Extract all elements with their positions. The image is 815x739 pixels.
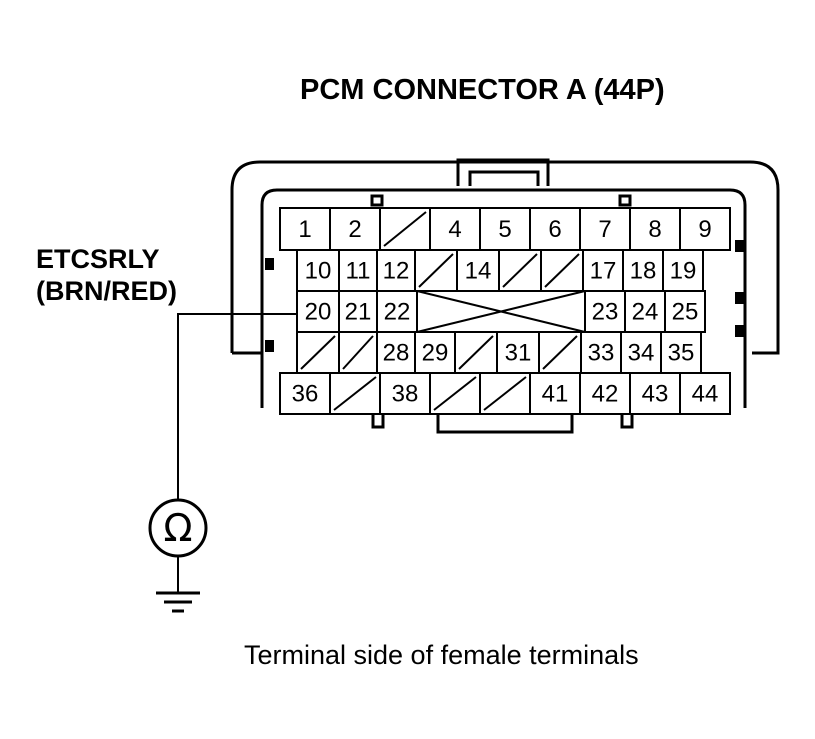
terminal-number: 36 bbox=[292, 381, 319, 408]
terminal-number: 38 bbox=[392, 381, 419, 408]
terminal: 19 bbox=[662, 249, 704, 292]
terminal-number: 28 bbox=[383, 340, 410, 367]
terminal: 21 bbox=[338, 290, 378, 333]
terminal: 41 bbox=[529, 372, 581, 415]
empty-terminal bbox=[429, 372, 481, 415]
terminal: 36 bbox=[279, 372, 331, 415]
empty-terminal bbox=[479, 372, 531, 415]
terminal-number: 35 bbox=[668, 340, 695, 367]
terminal-number: 43 bbox=[642, 381, 669, 408]
ohmmeter-symbol: Ω bbox=[163, 506, 192, 550]
terminal: 2 bbox=[329, 207, 381, 251]
terminal-number: 8 bbox=[648, 216, 661, 243]
probe-wire bbox=[177, 313, 296, 505]
terminal-number: 25 bbox=[672, 299, 699, 326]
terminal-number: 31 bbox=[505, 340, 532, 367]
terminal-number: 24 bbox=[632, 299, 659, 326]
terminal: 33 bbox=[580, 331, 622, 374]
terminal-number: 4 bbox=[448, 216, 461, 243]
wire-label-line2: (BRN/RED) bbox=[36, 276, 177, 306]
terminal: 28 bbox=[376, 331, 416, 374]
terminal-number: 29 bbox=[422, 340, 449, 367]
terminal-number: 22 bbox=[384, 299, 411, 326]
terminal: 6 bbox=[529, 207, 581, 251]
terminal-number: 2 bbox=[348, 216, 361, 243]
side-lock-markers bbox=[265, 240, 744, 352]
terminal: 5 bbox=[479, 207, 531, 251]
terminal-number: 7 bbox=[598, 216, 611, 243]
diagram-caption: Terminal side of female terminals bbox=[244, 640, 639, 670]
empty-terminal bbox=[538, 331, 582, 374]
terminal-number: 1 bbox=[298, 216, 311, 243]
terminal: 25 bbox=[664, 290, 706, 333]
terminal: 17 bbox=[582, 249, 624, 292]
terminal: 22 bbox=[376, 290, 418, 333]
terminal-number: 34 bbox=[628, 340, 655, 367]
empty-terminal bbox=[498, 249, 542, 292]
terminal-number: 23 bbox=[592, 299, 619, 326]
terminal-number: 20 bbox=[305, 299, 332, 326]
terminal-number: 5 bbox=[498, 216, 511, 243]
terminal: 35 bbox=[660, 331, 702, 374]
ground-icon bbox=[156, 591, 200, 613]
terminal-number: 33 bbox=[588, 340, 615, 367]
terminal: 24 bbox=[624, 290, 666, 333]
empty-terminal bbox=[329, 372, 381, 415]
terminal-number: 44 bbox=[692, 381, 719, 408]
diagram-title: PCM CONNECTOR A (44P) bbox=[300, 74, 665, 106]
terminal: 10 bbox=[296, 249, 340, 292]
terminal: 7 bbox=[579, 207, 631, 251]
terminal: 9 bbox=[679, 207, 731, 251]
terminal: 29 bbox=[414, 331, 456, 374]
empty-terminal bbox=[454, 331, 498, 374]
terminal-number: 21 bbox=[345, 299, 372, 326]
terminal: 14 bbox=[456, 249, 500, 292]
terminal: 34 bbox=[620, 331, 662, 374]
terminal: 44 bbox=[679, 372, 731, 415]
terminal: 43 bbox=[629, 372, 681, 415]
wire-label-line1: ETCSRLY bbox=[36, 244, 160, 274]
empty-terminal bbox=[414, 249, 458, 292]
terminal-number: 19 bbox=[670, 258, 697, 285]
terminal: 12 bbox=[376, 249, 416, 292]
no-terminal-area bbox=[416, 290, 586, 333]
terminal-number: 6 bbox=[548, 216, 561, 243]
empty-terminal bbox=[338, 331, 378, 374]
terminal-number: 12 bbox=[383, 258, 410, 285]
terminal: 11 bbox=[338, 249, 378, 292]
empty-terminal bbox=[540, 249, 584, 292]
terminal: 8 bbox=[629, 207, 681, 251]
terminal-number: 14 bbox=[465, 258, 492, 285]
connector-housing bbox=[230, 158, 780, 434]
empty-terminal bbox=[379, 207, 431, 251]
terminal: 38 bbox=[379, 372, 431, 415]
terminal-number: 41 bbox=[542, 381, 569, 408]
terminal-number: 17 bbox=[590, 258, 617, 285]
terminal: 31 bbox=[496, 331, 540, 374]
terminal-number: 9 bbox=[698, 216, 711, 243]
terminal: 18 bbox=[622, 249, 664, 292]
terminal-probed: 20 bbox=[296, 290, 340, 333]
terminal: 1 bbox=[279, 207, 331, 251]
terminal-number: 18 bbox=[630, 258, 657, 285]
terminal: 23 bbox=[584, 290, 626, 333]
terminal: 4 bbox=[429, 207, 481, 251]
terminal: 42 bbox=[579, 372, 631, 415]
terminal-number: 42 bbox=[592, 381, 619, 408]
terminal-number: 11 bbox=[346, 258, 371, 285]
terminal-number: 10 bbox=[305, 258, 332, 285]
empty-terminal bbox=[296, 331, 340, 374]
